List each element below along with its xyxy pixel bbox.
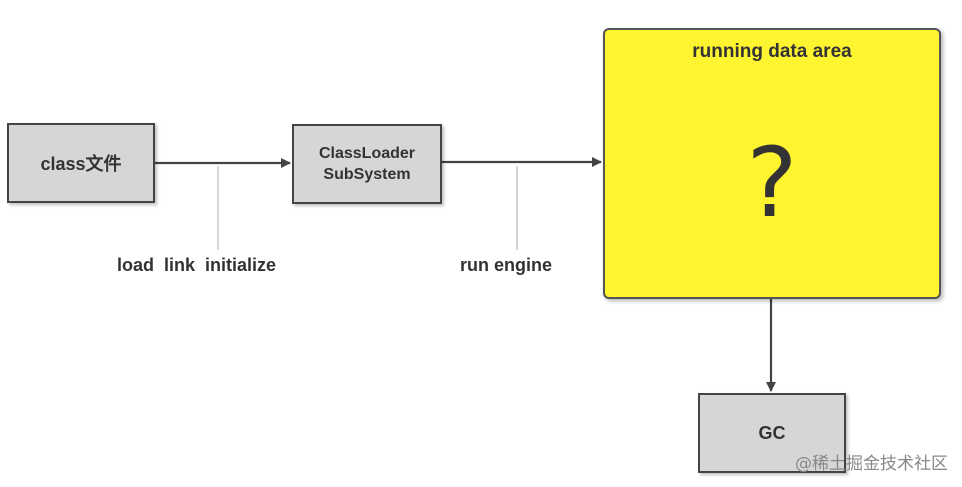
running-data-area-node: running data area ? [603,28,941,299]
watermark: @稀土掘金技术社区 [795,454,948,474]
class-file-label: class文件 [40,154,122,174]
classloader-label-line1: ClassLoader [318,145,416,162]
question-mark-symbol: ? [746,127,798,239]
gc-node: GC [698,393,846,473]
classloader-label-line2: SubSystem [323,166,411,183]
class-file-node: class文件 [7,123,155,203]
load-link-initialize-label: load link initialize [117,255,277,275]
running-data-area-title: running data area [692,41,852,62]
gc-label: GC [758,422,786,443]
classloader-subsystem-node: ClassLoader SubSystem [292,124,442,204]
run-engine-label: run engine [460,255,553,275]
